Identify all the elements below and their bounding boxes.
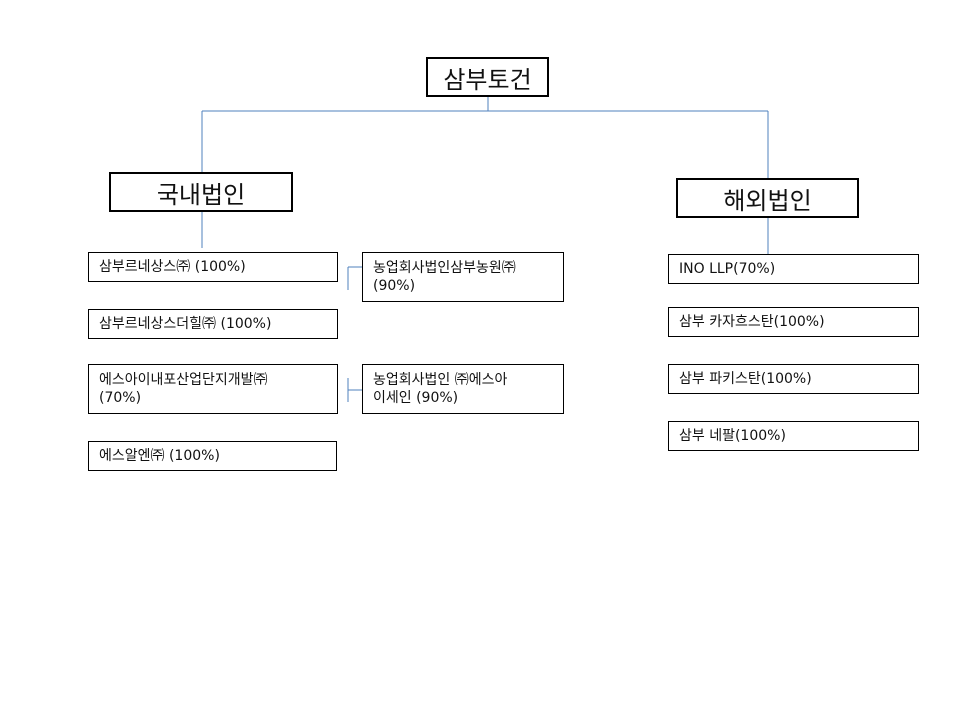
overseas-corporations-box: 해외법인 — [676, 178, 859, 218]
overseas-subsidiary-box: 삼부 네팔(100%) — [668, 421, 919, 451]
domestic-corporations-box: 국내법인 — [109, 172, 293, 212]
overseas-subsidiary-box: 삼부 파키스탄(100%) — [668, 364, 919, 394]
second-tier-subsidiary-box: 농업회사법인삼부농원㈜ (90%) — [362, 252, 564, 302]
root-company-box: 삼부토건 — [426, 57, 549, 97]
overseas-subsidiary-box: 삼부 카자흐스탄(100%) — [668, 307, 919, 337]
domestic-subsidiary-box: 에스아이내포산업단지개발㈜ (70%) — [88, 364, 338, 414]
overseas-subsidiary-box: INO LLP(70%) — [668, 254, 919, 284]
domestic-subsidiary-box: 삼부르네상스더힐㈜ (100%) — [88, 309, 338, 339]
second-tier-subsidiary-box: 농업회사법인 ㈜에스아 이세인 (90%) — [362, 364, 564, 414]
domestic-subsidiary-box: 삼부르네상스㈜ (100%) — [88, 252, 338, 282]
domestic-subsidiary-box: 에스알엔㈜ (100%) — [88, 441, 337, 471]
